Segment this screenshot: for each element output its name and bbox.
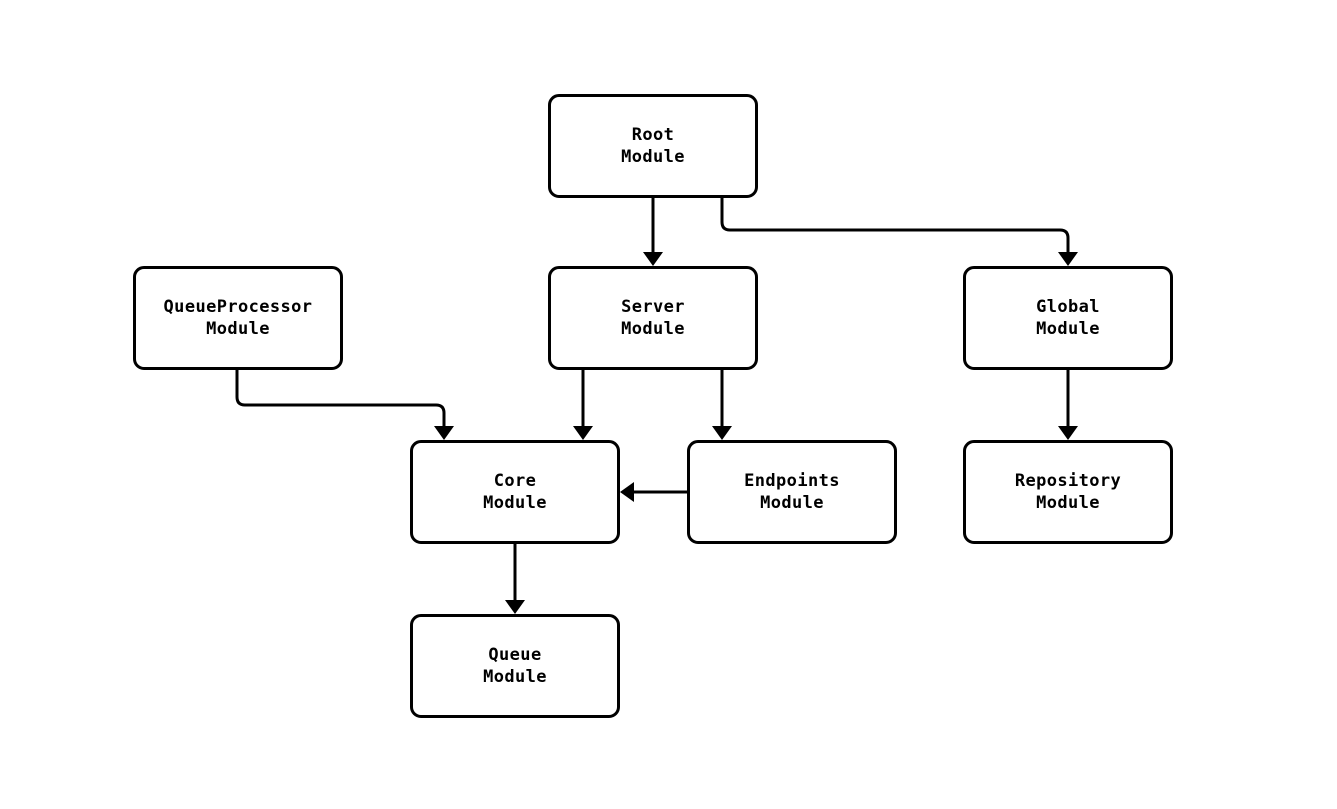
node-subtitle: Module [483,667,547,687]
edge-root-global [720,198,1070,252]
arrowhead-global-repository [1058,426,1078,440]
arrowhead-server-core [573,426,593,440]
node-title: Global [1036,297,1100,317]
node-subtitle: Module [621,319,685,339]
node-subtitle: Module [1036,319,1100,339]
arrowhead-endpoints-core [620,482,634,502]
arrowhead-core-queue [505,600,525,614]
node-title: Repository [1014,471,1122,491]
node-title: QueueProcessor [163,297,313,317]
node-title: Endpoints [744,471,840,491]
edge-queueprocessor-core [235,370,446,426]
node-subtitle: Module [1036,493,1100,513]
node-title: Core [493,471,537,491]
node-subtitle: Module [206,319,270,339]
arrowhead-queueprocessor-core [434,426,454,440]
arrowhead-root-global [1058,252,1078,266]
node-title: Server [621,297,685,317]
node-title: Queue [488,645,542,665]
node-subtitle: Module [760,493,824,513]
node-subtitle: Module [621,147,685,167]
node-subtitle: Module [483,493,547,513]
node-title: Root [631,125,675,145]
arrowhead-server-endpoints [712,426,732,440]
arrowhead-root-server [643,252,663,266]
